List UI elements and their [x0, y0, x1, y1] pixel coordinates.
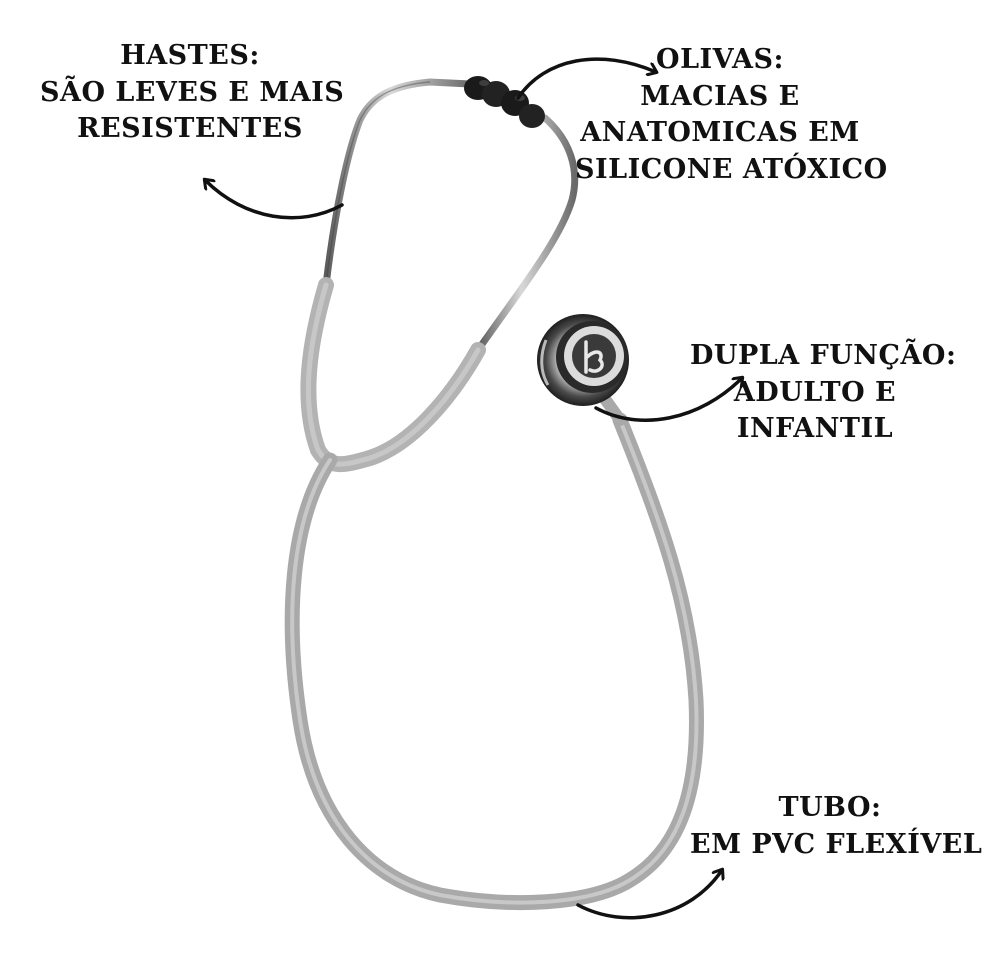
stethoscope-eartips-icon	[464, 76, 545, 128]
label-hastes: HASTES: SÃO LEVES E MAIS RESISTENTES	[40, 38, 345, 148]
label-dupla-line-2: ADULTO E	[733, 376, 897, 408]
label-hastes-line-1: HASTES:	[120, 40, 260, 71]
label-hastes-line-2: SÃO LEVES E MAIS	[40, 76, 345, 108]
arrow-dupla	[594, 378, 742, 422]
label-dupla-line-3: INFANTIL	[736, 413, 894, 445]
label-olivas-line-4: SILICONE ATÓXICO	[575, 154, 888, 186]
binaural-tubes	[322, 78, 579, 354]
arrow-hastes	[205, 180, 344, 220]
label-olivas-line-1: OLIVAS:	[656, 44, 784, 75]
arrows	[205, 57, 742, 920]
label-olivas: OLIVAS: MACIAS E ANATOMICAS EM SILICONE …	[575, 42, 888, 189]
label-tubo-line-2: EM PVC FLEXÍVEL	[690, 828, 983, 860]
y-tube	[300, 277, 486, 473]
label-hastes-line-3: RESISTENTES	[77, 113, 303, 145]
arrow-tubo	[576, 870, 722, 920]
label-tubo: TUBO: EM PVC FLEXÍVEL	[690, 790, 983, 863]
arrow-olivas	[516, 57, 656, 100]
label-dupla-line-1: DUPLA FUNÇÃO:	[690, 340, 957, 371]
label-olivas-line-2: MACIAS E	[640, 80, 800, 112]
stethoscope-chestpiece-icon	[537, 314, 629, 406]
label-dupla-funcao: DUPLA FUNÇÃO: ADULTO E INFANTIL	[690, 338, 957, 448]
label-olivas-line-3: ANATOMICAS EM	[580, 117, 860, 149]
label-tubo-line-1: TUBO:	[778, 792, 882, 823]
